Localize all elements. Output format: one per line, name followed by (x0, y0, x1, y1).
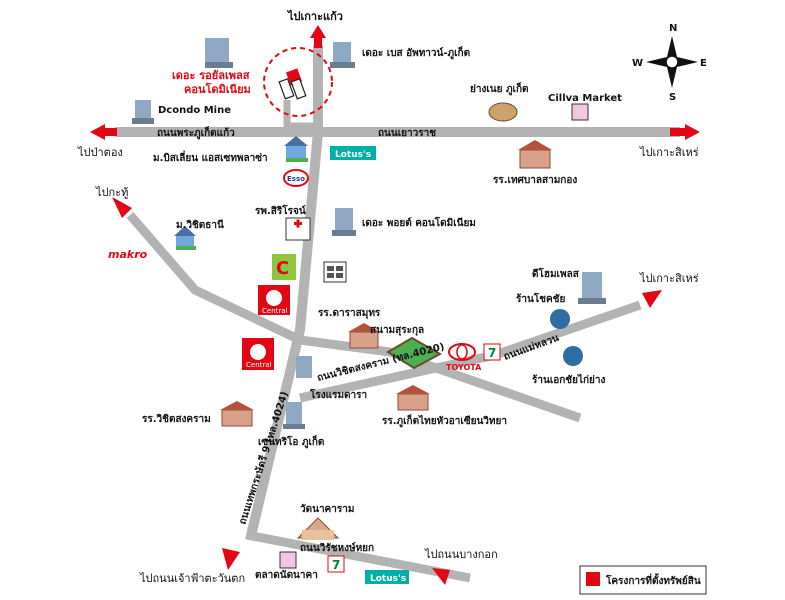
project-name-1: เดอะ รอยัลเพลส (172, 69, 250, 82)
makro-logo: makro (108, 248, 148, 261)
compass-w: W (632, 58, 643, 69)
label-stadium: สนามสุระกุล (370, 325, 424, 336)
road-northwest (126, 212, 302, 345)
label-dara-samut: รร.ดาราสมุทร (318, 308, 381, 319)
school-icon (348, 323, 380, 349)
label-yang-noei: ย่างเนย ภูเก็ต (470, 81, 529, 96)
stadium-icon (386, 336, 443, 370)
compass-e: E (700, 58, 707, 69)
label-the-base: เดอะ เบส อัพทาวน์-ภูเก็ต (362, 45, 470, 60)
seven-eleven-icon: 7 (327, 555, 345, 573)
house-icons (174, 136, 308, 250)
dir-north: ไปเกาะแก้ว (286, 9, 343, 23)
toyota-label: TOYOTA (446, 363, 482, 372)
label-the-point: เดอะ พอยต์ คอนโดมิเนียม (362, 216, 476, 229)
building-icon (296, 356, 312, 378)
svg-text:C: C (276, 258, 289, 279)
project-marker[interactable] (263, 47, 333, 117)
building-icon (205, 38, 233, 68)
hospital-icon (285, 217, 311, 241)
label-tessaban: รร.เทศบาลสามกอง (493, 175, 577, 186)
esso-logo-icon (283, 169, 309, 187)
dir-west: ไปป่าตอง (77, 146, 123, 159)
arrow-north-icon (310, 25, 326, 38)
school-icon (220, 401, 254, 427)
dir-southeast: ไปถนนบางกอก (424, 548, 498, 561)
dir-northwest: ไปกะทู้ (95, 186, 128, 199)
compass-icon: N S E W (632, 23, 707, 103)
central-logo-icon (258, 285, 290, 315)
label-hotel-dara: โรงแรมดารา (309, 388, 367, 401)
label-vichit-songkram-school: รร.วิชิตสงคราม (142, 413, 211, 425)
esso-label: Esso (287, 175, 305, 183)
toyota-logo-icon (448, 343, 476, 361)
arrow-east-icon (685, 124, 700, 140)
building-icon (283, 402, 305, 429)
compass-n: N (669, 23, 677, 34)
lotus-label-2: Lotus's (370, 574, 406, 584)
project-name-2: คอนโดมิเนียม (184, 82, 251, 96)
building-block-icon (323, 261, 347, 283)
roads (115, 45, 680, 583)
road-southeast (246, 530, 471, 583)
house-icon (284, 136, 308, 162)
direction-arrows (90, 25, 700, 585)
central-label-1: Central (262, 307, 288, 315)
label-d-home: ดีโฮมเพลส (532, 267, 580, 280)
building-icon (578, 272, 606, 304)
seven-eleven-icon: 7 (483, 343, 501, 361)
arrow-southeast-icon (432, 568, 450, 585)
svg-text:7: 7 (332, 558, 340, 572)
label-talad-naka: ตลาดนัดนาคา (255, 569, 318, 581)
market-icon (279, 103, 589, 569)
label-dcondo: Dcondo Mine (158, 105, 231, 116)
lotus-logo-icon (330, 146, 376, 160)
building-icon (332, 208, 356, 236)
arrow-west-icon (90, 124, 105, 140)
label-centrio: เซนทริโอ ภูเก็ต (258, 434, 324, 449)
dir-east: ไปเกาะสิเหร่ (639, 146, 699, 159)
project-access (283, 100, 318, 130)
legend-swatch (586, 572, 600, 586)
building-icons (132, 38, 606, 429)
school-icon (518, 140, 552, 169)
house-icon (174, 226, 196, 250)
school-icon (396, 385, 430, 411)
food-bowl-icon (488, 102, 518, 122)
arrow-northwest-icon (112, 197, 132, 218)
building-icon (330, 42, 355, 68)
road-main-south (245, 131, 323, 542)
label-bisalee: ม.บิสเลี่ยน แอสเซทพลาซ่า (153, 150, 268, 164)
big-c-logo-icon: C (272, 254, 296, 280)
arrow-southwest-icon (222, 548, 240, 570)
road-label-phuket-kaew: ถนนพระภูเก็ตแก้ว (157, 125, 235, 140)
legend-label: โครงการที่ตั้งทรัพย์สิน (605, 573, 701, 587)
road-label-wirat-hongyok: ถนนวิรัชหงษ์หยก (300, 542, 374, 554)
label-thai-hua: รร.ภูเก็ตไทยหัวอาเซียนวิทยา (382, 413, 507, 428)
lotus-logo-icon (365, 570, 409, 584)
dir-east-2: ไปเกาะสิเหร่ (639, 272, 699, 285)
central-label-2: Central (246, 361, 272, 369)
school-icons (220, 140, 552, 427)
svg-text:7: 7 (488, 346, 496, 360)
dir-southwest: ไปถนนเจ้าฟ้าตะวันตก (139, 572, 245, 585)
shop-icon (550, 309, 583, 366)
label-chok-chai: ร้านโชคชัย (516, 292, 565, 305)
label-ek-chai: ร้านเอกชัยไก่ย่าง (532, 373, 606, 386)
central-logo-icon (242, 338, 274, 370)
label-hospital: รพ.สิริโรจน์ (255, 204, 306, 217)
label-vichit-thani: ม.วิชิตธานี (176, 219, 224, 231)
temple-icon (296, 517, 340, 540)
lotus-label: Lotus's (335, 150, 371, 160)
compass-s: S (669, 92, 676, 103)
road-label-yaowarat: ถนนเยาวราช (378, 128, 436, 139)
building-icon (132, 100, 154, 124)
label-wat-na-kharam: วัดนาคาราม (300, 503, 354, 515)
legend: โครงการที่ตั้งทรัพย์สิน (579, 565, 707, 595)
arrow-northeast-icon (642, 290, 662, 308)
label-cillva: Cillva Market (548, 93, 622, 104)
